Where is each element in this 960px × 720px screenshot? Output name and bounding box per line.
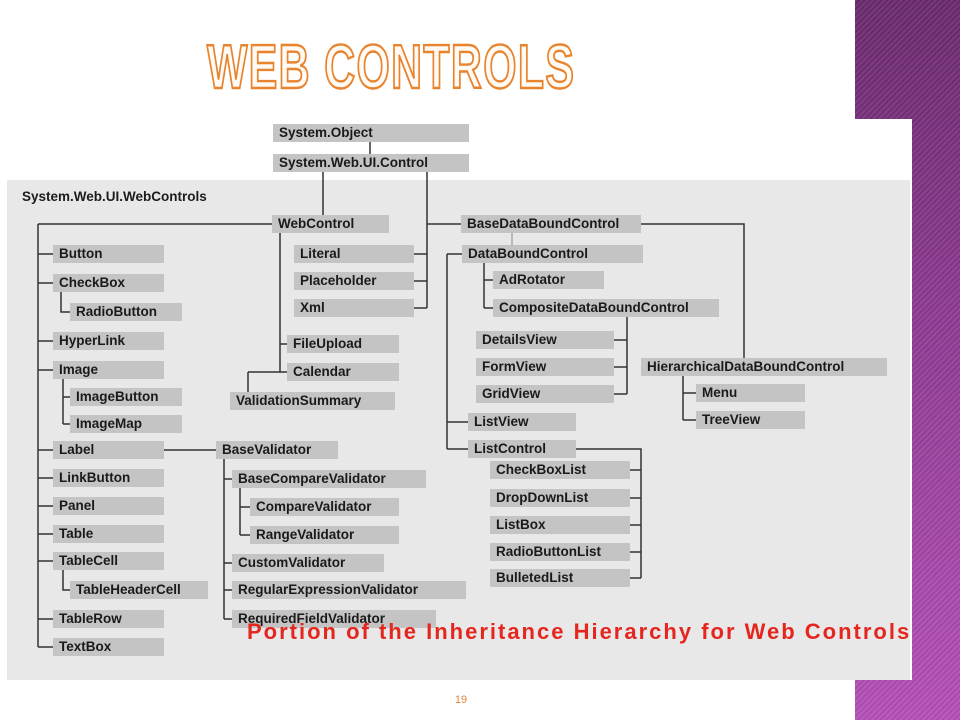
node-base-validator: BaseValidator: [216, 441, 338, 459]
page-number: 19: [454, 694, 468, 706]
node-link-button: LinkButton: [53, 469, 164, 487]
node-composite-data-bound-control: CompositeDataBoundControl: [493, 299, 719, 317]
node-image: Image: [53, 361, 164, 379]
node-list-control: ListControl: [468, 440, 576, 458]
node-check-box-list: CheckBoxList: [490, 461, 630, 479]
node-drop-down-list: DropDownList: [490, 489, 630, 507]
node-label: Label: [53, 441, 164, 459]
node-menu: Menu: [696, 384, 805, 402]
node-file-upload: FileUpload: [287, 335, 399, 353]
node-system-object: System.Object: [273, 124, 469, 142]
node-bulleted-list: BulletedList: [490, 569, 630, 587]
node-compare-validator: CompareValidator: [250, 498, 399, 516]
node-grid-view: GridView: [476, 385, 614, 403]
node-panel: Panel: [53, 497, 164, 515]
node-form-view: FormView: [476, 358, 614, 376]
namespace-label: System.Web.UI.WebControls: [22, 189, 207, 204]
node-base-data-bound-control: BaseDataBoundControl: [461, 215, 641, 233]
node-list-view: ListView: [468, 413, 576, 431]
node-xml: Xml: [294, 299, 414, 317]
node-range-validator: RangeValidator: [250, 526, 399, 544]
node-button: Button: [53, 245, 164, 263]
node-web-control: WebControl: [272, 215, 389, 233]
node-custom-validator: CustomValidator: [232, 554, 384, 572]
node-base-compare-validator: BaseCompareValidator: [232, 470, 426, 488]
node-required-field-validator: RequiredFieldValidator: [232, 610, 436, 628]
node-calendar: Calendar: [287, 363, 399, 381]
node-details-view: DetailsView: [476, 331, 614, 349]
node-list-box: ListBox: [490, 516, 630, 534]
node-validation-summary: ValidationSummary: [230, 392, 395, 410]
node-check-box: CheckBox: [53, 274, 164, 292]
node-literal: Literal: [294, 245, 414, 263]
node-image-button: ImageButton: [70, 388, 182, 406]
node-radio-button-list: RadioButtonList: [490, 543, 630, 561]
node-table-row: TableRow: [53, 610, 164, 628]
node-table-header-cell: TableHeaderCell: [70, 581, 208, 599]
node-system-web-ui-control: System.Web.UI.Control: [273, 154, 469, 172]
node-hierarchical-data-bound-control: HierarchicalDataBoundControl: [641, 358, 887, 376]
node-hyper-link: HyperLink: [53, 332, 164, 350]
slide-title: WEB CONTROLS: [206, 33, 576, 102]
node-text-box: TextBox: [53, 638, 164, 656]
node-placeholder: Placeholder: [294, 272, 414, 290]
node-data-bound-control: DataBoundControl: [462, 245, 643, 263]
node-tree-view: TreeView: [696, 411, 805, 429]
node-ad-rotator: AdRotator: [493, 271, 604, 289]
node-table-cell: TableCell: [53, 552, 164, 570]
node-table: Table: [53, 525, 164, 543]
node-regular-expression-validator: RegularExpressionValidator: [232, 581, 466, 599]
diagram-caption: Portion of the Inheritance Hierarchy for…: [247, 619, 912, 644]
node-radio-button: RadioButton: [70, 303, 182, 321]
connector-lines: [37, 142, 745, 648]
node-image-map: ImageMap: [70, 415, 182, 433]
